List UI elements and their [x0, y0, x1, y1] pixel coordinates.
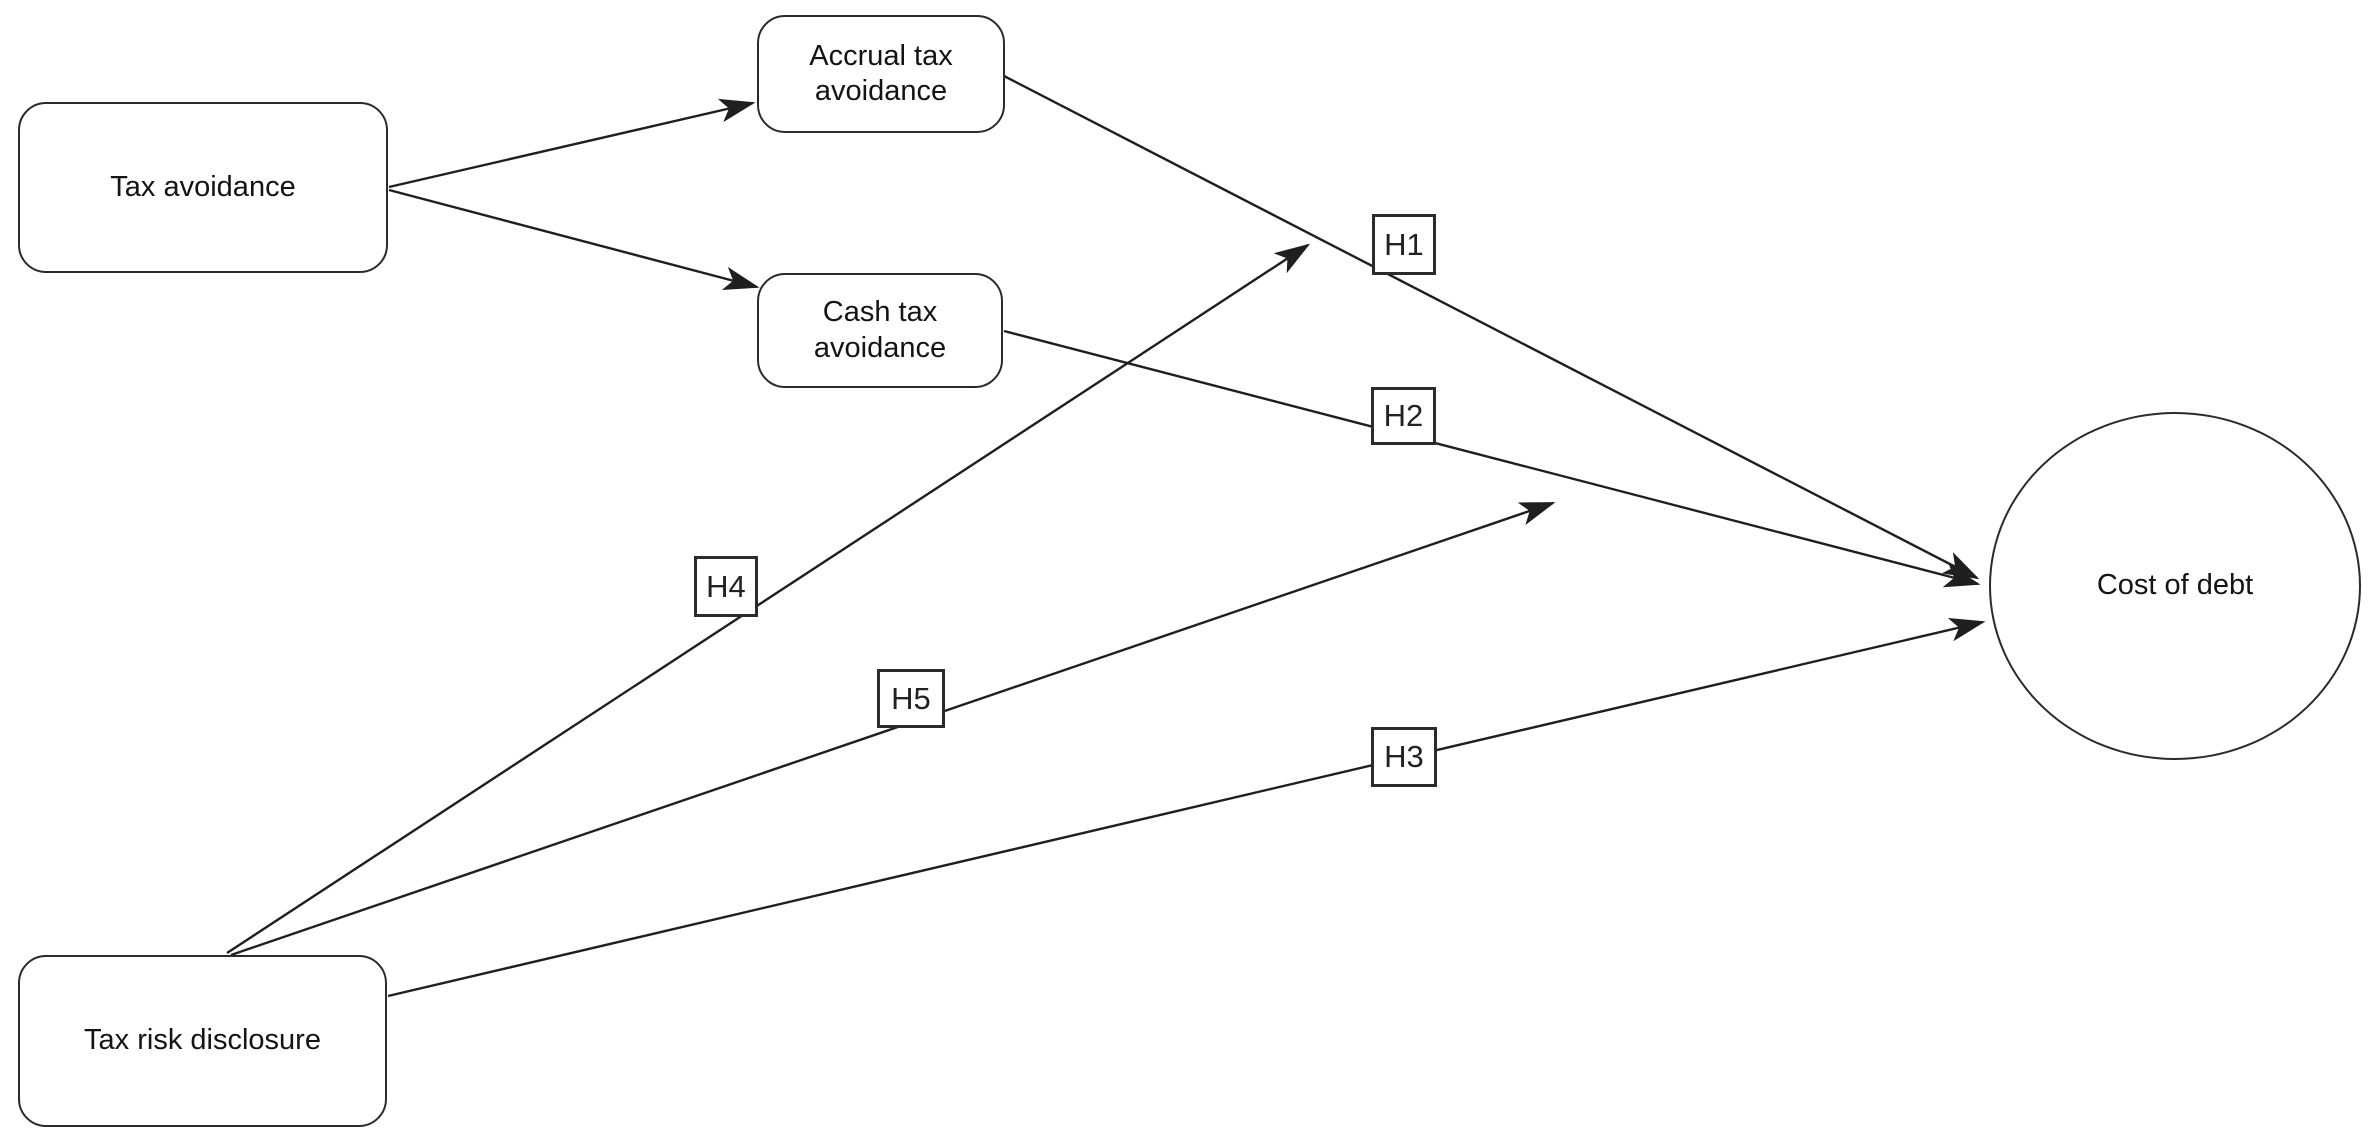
hypothesis-label-h5[interactable]: H5 — [877, 669, 945, 728]
hypothesis-label-h2[interactable]: H2 — [1371, 387, 1436, 445]
edge-h2-cash-costofdebt — [1003, 329, 1978, 584]
hypothesis-label-h4[interactable]: H4 — [694, 556, 758, 617]
node-tax-risk-disclosure-label: Tax risk disclosure — [84, 1024, 321, 1057]
node-tax-risk-disclosure[interactable]: Tax risk disclosure — [18, 955, 387, 1127]
edge-h1-accrual-costofdebt — [1003, 74, 1977, 578]
edge-taxavoidance-accrual — [388, 103, 753, 189]
node-accrual-tax-avoidance-label: Accrual tax avoidance — [809, 39, 953, 107]
edge-h4-taxrisk-to-h1path — [226, 245, 1308, 955]
node-cash-tax-avoidance[interactable]: Cash tax avoidance — [757, 273, 1003, 388]
hypothesis-label-h3[interactable]: H3 — [1371, 727, 1437, 787]
edge-h5-taxrisk-to-h2path — [230, 501, 1553, 957]
node-tax-avoidance[interactable]: Tax avoidance — [18, 102, 388, 273]
node-cost-of-debt-label: Cost of debt — [2096, 569, 2254, 602]
node-cost-of-debt[interactable]: Cost of debt — [1989, 412, 2361, 760]
edge-h3-taxrisk-costofdebt — [387, 622, 1983, 998]
edge-taxavoidance-cash — [388, 188, 757, 287]
node-tax-avoidance-label: Tax avoidance — [110, 170, 296, 203]
node-accrual-tax-avoidance[interactable]: Accrual tax avoidance — [757, 15, 1005, 133]
hypothesis-label-h1[interactable]: H1 — [1372, 214, 1436, 275]
node-cash-tax-avoidance-label: Cash tax avoidance — [813, 296, 947, 364]
